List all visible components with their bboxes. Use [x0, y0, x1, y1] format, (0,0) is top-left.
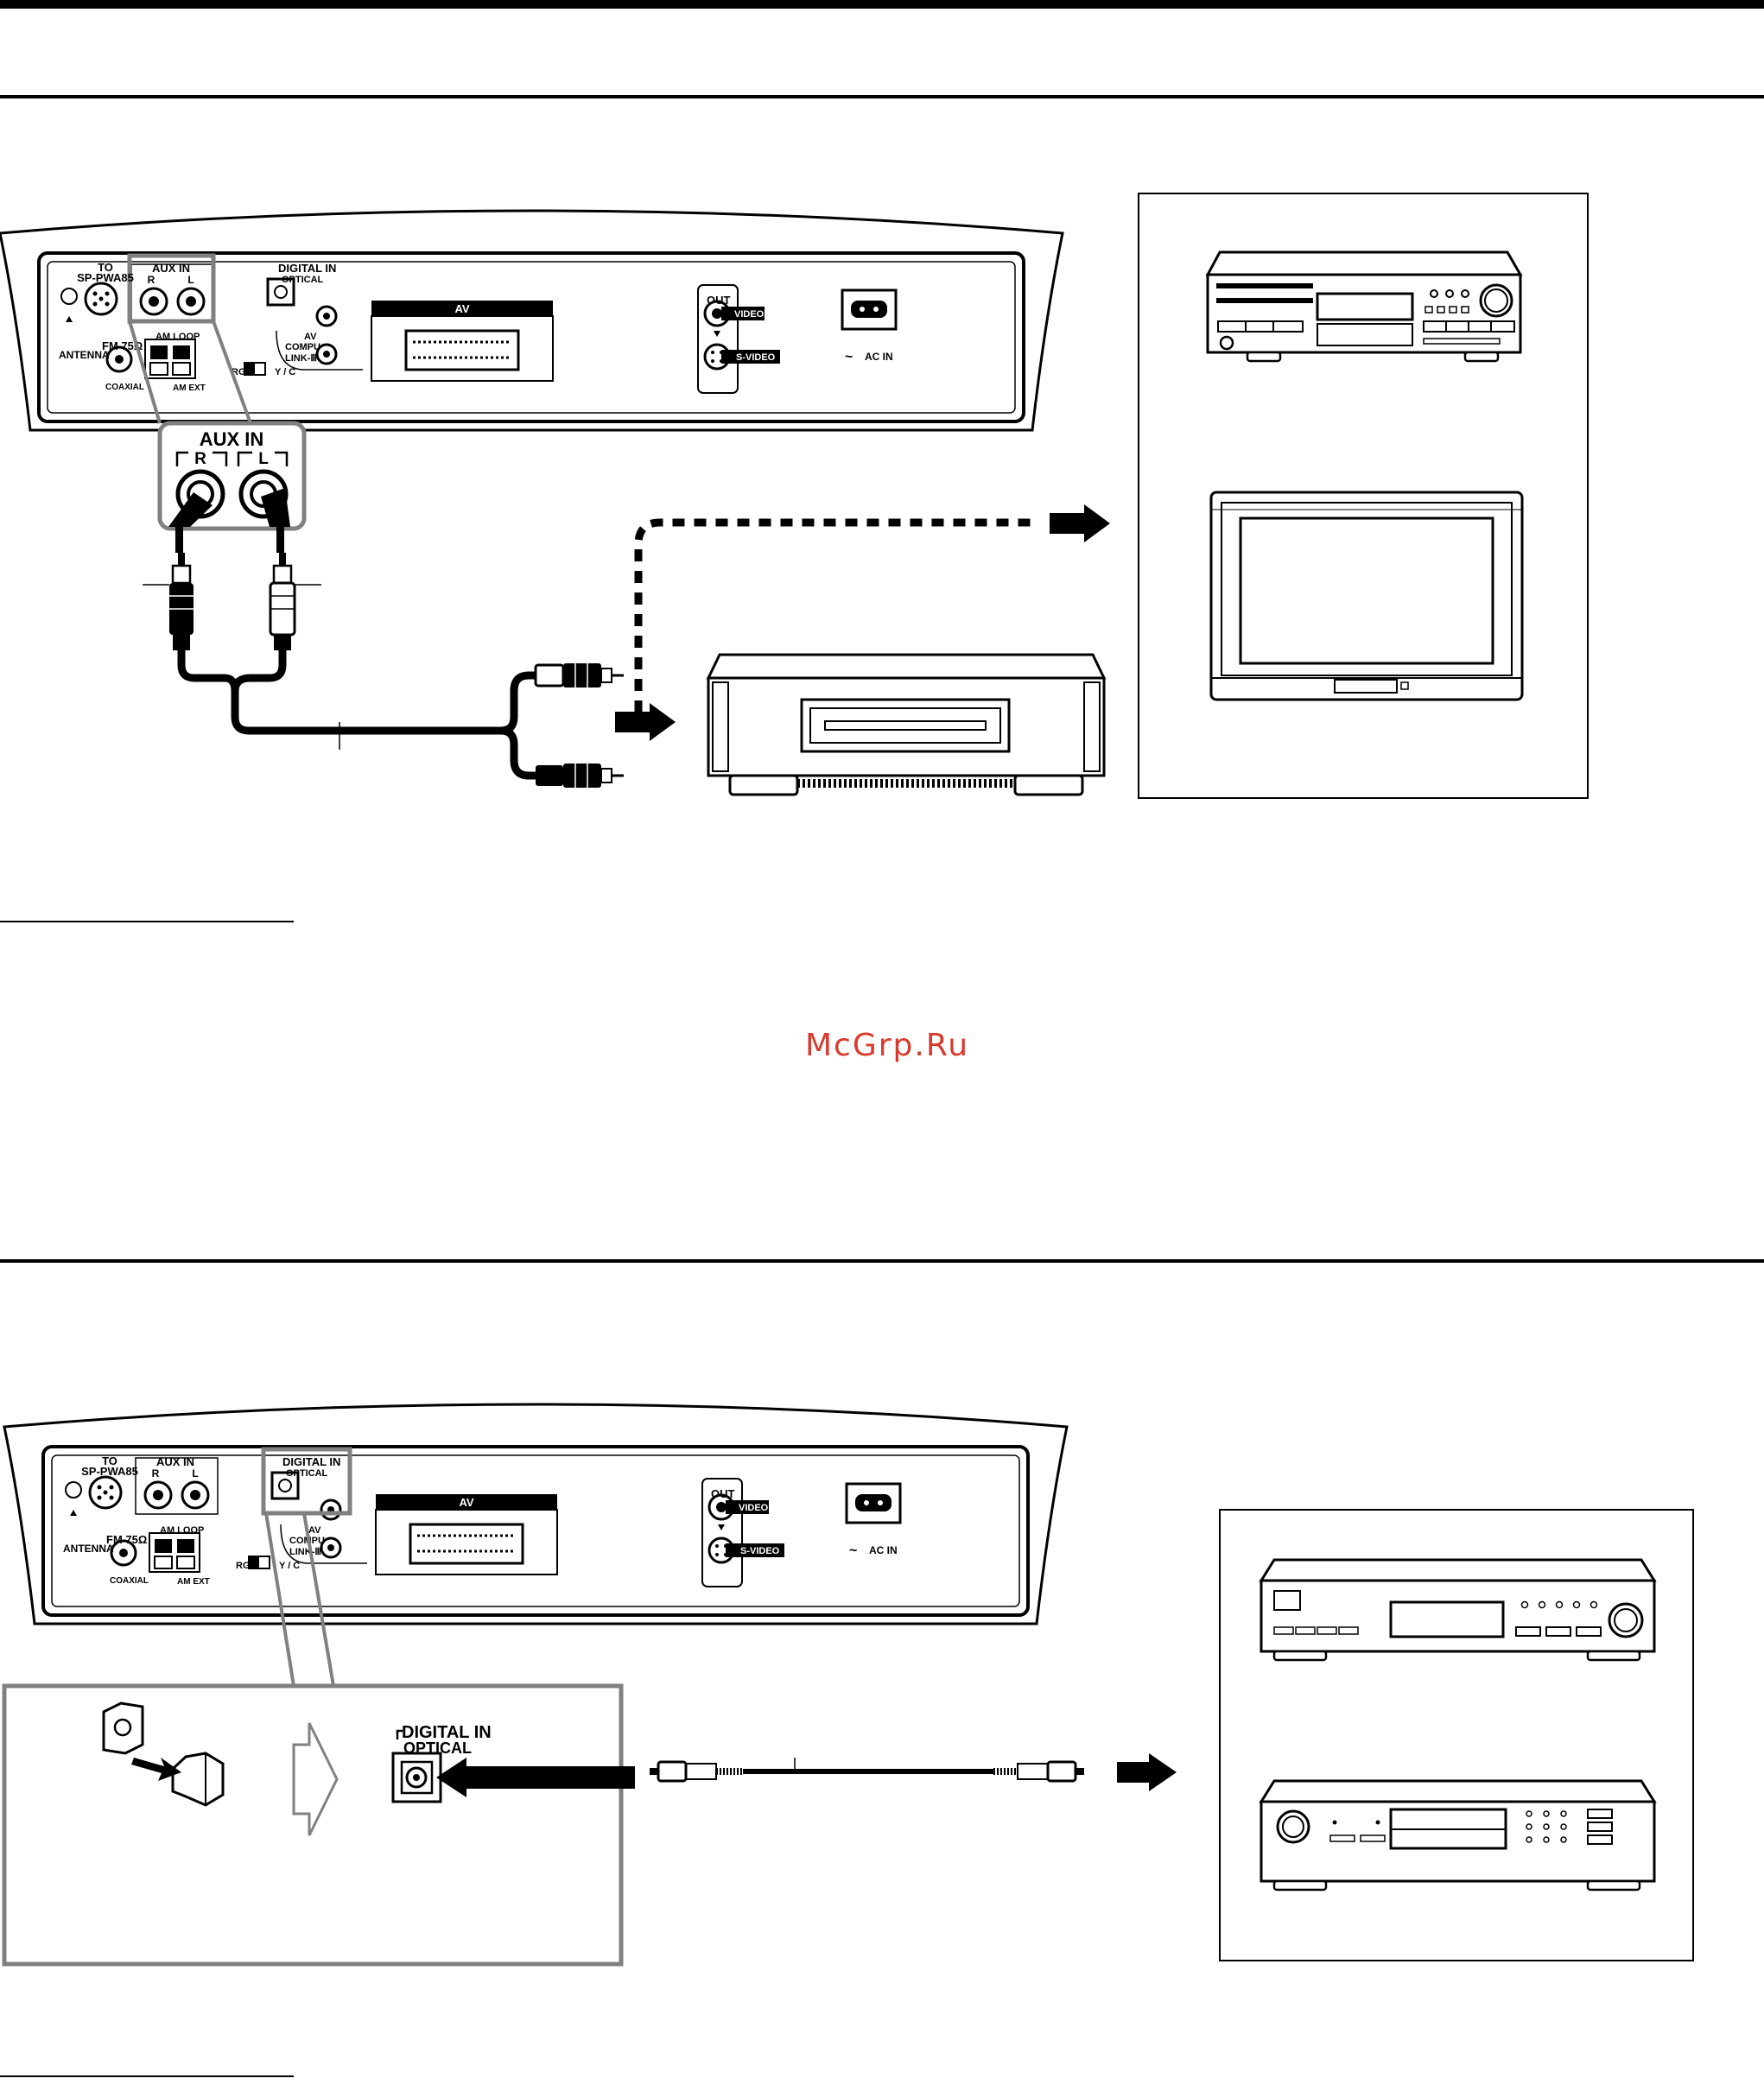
rear-panel-bottom: TO SP-PWA85 AUX IN R L DIGITAL IN OPTICA… [3, 1403, 1069, 1625]
am-ext-label: AM EXT [177, 1577, 210, 1587]
link-label: LINK-Ⅲ [285, 353, 317, 364]
fm-label: FM 75Ω [102, 339, 143, 352]
s-video-label: S-VIDEO [736, 352, 776, 363]
rear-panel-top: TO SP-PWA85 AUX IN R L DIGITAL IN OPTICA… [0, 209, 1064, 432]
av-small-label: AV [308, 1525, 321, 1536]
coaxial-label: COAXIAL [105, 383, 144, 392]
callout-l-label: L [258, 450, 269, 468]
tuner-icon [1259, 1558, 1657, 1662]
digital-equipment-box [1219, 1509, 1694, 1961]
aux-r-label: R [148, 274, 155, 286]
arrow-left-icon [436, 1758, 635, 1797]
video-label: VIDEO [739, 1503, 769, 1513]
arrow-right-icon [1117, 1753, 1177, 1791]
optical-socket-cap-icon [102, 1701, 225, 1807]
aux-in-label: AUX IN [152, 262, 190, 275]
aux-in-label: AUX IN [156, 1455, 194, 1468]
watermark: McGrp.Ru [805, 1028, 969, 1063]
ac-in-label: AC IN [865, 351, 893, 363]
av-scart-label: AV [459, 1496, 473, 1509]
am-loop-label: AM LOOP [160, 1525, 204, 1536]
arrow-right-icon [1050, 504, 1110, 542]
antenna-label: ANTENNA [59, 349, 110, 361]
compatible-equipment-box [1138, 193, 1589, 799]
optical-label: OPTICAL [282, 275, 324, 285]
yc-label: Y / C [279, 1561, 300, 1571]
link-label: LINK-Ⅲ [289, 1547, 321, 1557]
sp-label: SP-PWA85 [77, 271, 134, 284]
rca-plug-icon [536, 764, 624, 788]
rgb-label: RGB [232, 367, 253, 377]
compu-label: COMPU [285, 342, 320, 352]
fm-label: FM 75Ω [106, 1533, 147, 1546]
coaxial-label: COAXIAL [110, 1576, 149, 1586]
ac-tilde-label: ~ [845, 350, 853, 364]
cassette-deck-icon [1205, 250, 1523, 363]
aux-l-label: L [192, 1467, 198, 1480]
av-small-label: AV [304, 332, 317, 342]
to-label: TO [98, 261, 113, 274]
rca-plug-icon [169, 564, 194, 650]
out-label: OUT [707, 294, 731, 307]
optical-plug-icon [993, 1760, 1084, 1783]
arrow-right-icon [615, 703, 676, 741]
arrow-right-icon [131, 1758, 181, 1781]
out-label: OUT [711, 1487, 735, 1500]
aux-r-label: R [152, 1467, 160, 1480]
video-label: VIDEO [734, 309, 765, 320]
optical-label: OPTICAL [286, 1468, 328, 1479]
ac-in-label: AC IN [869, 1544, 898, 1556]
antenna-label: ANTENNA [63, 1543, 114, 1555]
tv-icon [1209, 491, 1524, 701]
optical-plug-icon [650, 1760, 743, 1783]
cd-player-icon [1259, 1779, 1657, 1891]
vcr-icon [706, 653, 1107, 796]
digital-zoom-lines [264, 1512, 335, 1687]
to-label: TO [102, 1454, 117, 1467]
av-scart-label: AV [454, 302, 469, 315]
rca-plug-icon [534, 663, 624, 687]
aux-l-label: L [187, 274, 194, 286]
optical-cable [650, 1758, 1084, 1783]
am-ext-label: AM EXT [173, 383, 206, 393]
digital-in-label: DIGITAL IN [278, 262, 336, 275]
digital-in-callout: DIGITAL IN OPTICAL [2, 1683, 635, 1967]
callout-digital-in-label: DIGITAL IN [402, 1723, 492, 1742]
rca-plug-icon [269, 564, 296, 650]
callout-aux-in-label: AUX IN [200, 428, 264, 450]
sp-label: SP-PWA85 [81, 1465, 138, 1478]
s-video-label: S-VIDEO [740, 1546, 780, 1556]
yc-label: Y / C [275, 367, 295, 377]
rgb-label: RGB [236, 1561, 257, 1571]
rca-cable [143, 488, 624, 788]
digital-in-label: DIGITAL IN [282, 1455, 340, 1468]
hollow-arrow-icon [292, 1722, 339, 1836]
dashed-connection-line [634, 518, 1032, 713]
aux-zoom-lines [128, 320, 252, 424]
am-loop-label: AM LOOP [155, 332, 200, 342]
callout-r-label: R [194, 450, 206, 468]
ac-tilde-label: ~ [849, 1543, 857, 1558]
